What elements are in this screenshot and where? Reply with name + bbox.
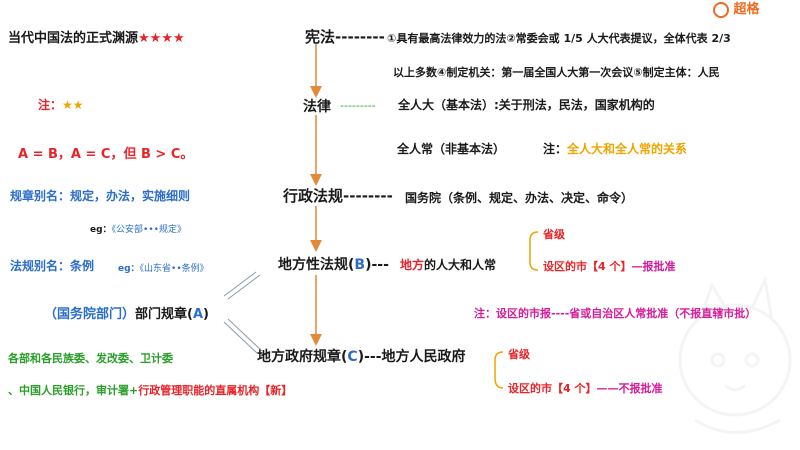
- equal-line-top-b: [227, 274, 261, 300]
- dept-orgs-new: 行政管理职能的直属机构【新】: [138, 384, 293, 397]
- local-city-note: —报批准: [631, 260, 676, 273]
- dept-rules-title: （国务院部门）部门规章(A): [44, 303, 209, 322]
- local-gov-city: 设区的市【4 个】——不报批准: [508, 380, 662, 396]
- constitution-line1: ①具有最高法律效力的法②常委会或 1/5 人大代表提议，全体代表 2/3: [387, 32, 731, 45]
- relation-note: 注：全人大和全人常的关系: [543, 140, 687, 157]
- eg-text: 《公安部•••规定》: [111, 225, 186, 235]
- admin-reg-title: 行政法规--------: [283, 185, 393, 206]
- local-gov-dashes: ---: [364, 349, 382, 365]
- constitution-line2: 以上多数④制定机关：第一届全国人大第一次会议⑤制定主体：人民: [393, 66, 720, 79]
- admin-reg-dashes: --------: [343, 187, 393, 205]
- local-gov-org: 地方人民政府: [381, 349, 466, 365]
- constitution-title: 宪法--------: [305, 26, 385, 47]
- dept-prefix: （国务院部门）: [44, 307, 136, 322]
- local-reg-dashes: ---: [371, 257, 389, 273]
- dept-letter: A: [192, 307, 204, 322]
- law-basic: 全人大（基本法）:关于刑法，民法，国家机构的: [398, 98, 655, 112]
- local-city-text: 设区的市【4 个】: [543, 260, 632, 273]
- mascot-watermark: [678, 275, 792, 434]
- constitution-title-text: 宪法: [305, 28, 336, 46]
- note-label: 注：: [38, 98, 63, 112]
- dept-orgs-part: 、中国人民银行，审计署+: [8, 384, 139, 397]
- local-eg-label: eg：: [118, 264, 140, 274]
- local-org-rest: 的人大和人常: [424, 258, 497, 272]
- dept-orgs-line1: 各部和各民族委、发改委、卫计委: [8, 352, 173, 365]
- local-reg-title: 地方性法规(B)---: [278, 254, 389, 274]
- city-approval-note: 注：设区的市报----省或自治区人常批准（不报直辖市批）: [474, 307, 757, 320]
- admin-reg-desc: 国务院（条例、规定、办法、决定、命令）: [405, 191, 634, 205]
- brand-logo: 超格: [713, 0, 760, 18]
- local-gov-city-text: 设区的市【4 个】: [508, 382, 597, 395]
- note-stars: ★★: [62, 98, 84, 112]
- local-gov-title-pre: 地方政府规章(: [257, 349, 348, 365]
- relation-label: 注：: [543, 142, 568, 156]
- local-reg-letter: B: [354, 257, 366, 273]
- local-alias-value: 条例: [70, 259, 95, 273]
- brace-local-reg: [529, 231, 539, 271]
- logo-text: 超格: [733, 2, 760, 17]
- logo-icon: [713, 1, 729, 18]
- brace-local-gov: [494, 351, 504, 389]
- local-reg-city: 设区的市【4 个】—报批准: [543, 258, 675, 274]
- local-eg-text: 《山东省••条例》: [139, 264, 209, 274]
- local-reg-title-pre: 地方性法规(: [278, 257, 355, 273]
- rules-alias: 规章别名：规定，办法，实施细则: [10, 189, 191, 203]
- equal-line-top-a: [223, 271, 257, 297]
- dept-close: ): [203, 307, 209, 322]
- dept-orgs-line2: 、中国人民银行，审计署+行政管理职能的直属机构【新】: [8, 382, 292, 398]
- constitution-dashes: --------: [335, 28, 385, 46]
- note-stars-line: 注：★★: [38, 96, 84, 113]
- eg-label: eg：: [90, 225, 112, 235]
- admin-reg-title-text: 行政法规: [283, 187, 344, 205]
- law-nonbasic: 全人常（非基本法）: [397, 142, 506, 156]
- local-gov-prov: 省级: [508, 348, 530, 361]
- heading-text: 当代中国法的正式渊源: [8, 31, 139, 46]
- local-gov-letter: C: [347, 349, 358, 365]
- local-reg-org: 地方的人大和人常: [400, 256, 496, 273]
- local-org-red: 地方: [400, 258, 425, 272]
- importance-stars: ★★★★: [138, 31, 185, 46]
- equal-line-bottom-b: [227, 318, 263, 352]
- local-reg-title-post: ): [365, 257, 372, 273]
- dept-title-text: 部门规章(: [135, 307, 193, 322]
- local-gov-city-note: ——不报批准: [596, 382, 663, 395]
- equal-line-bottom-a: [223, 321, 259, 355]
- local-gov-title-post: ): [357, 349, 365, 365]
- local-gov-rules-title: 地方政府规章(C)---地方人民政府: [257, 346, 466, 366]
- formula: A = B，A = C，但 B > C。: [18, 147, 194, 162]
- relation-text: 全人大和全人常的关系: [567, 142, 688, 156]
- local-reg-example: eg：《山东省••条例》: [118, 261, 209, 274]
- local-alias-label: 法规别名：: [10, 259, 71, 273]
- law-title: 法律: [303, 99, 331, 115]
- page-heading: 当代中国法的正式渊源★★★★: [8, 27, 185, 46]
- local-reg-prov: 省级: [543, 228, 565, 241]
- law-dashes: ---------: [340, 99, 376, 112]
- admin-reg-example: eg：《公安部•••规定》: [90, 222, 186, 235]
- local-reg-alias: 法规别名：条例: [10, 257, 94, 274]
